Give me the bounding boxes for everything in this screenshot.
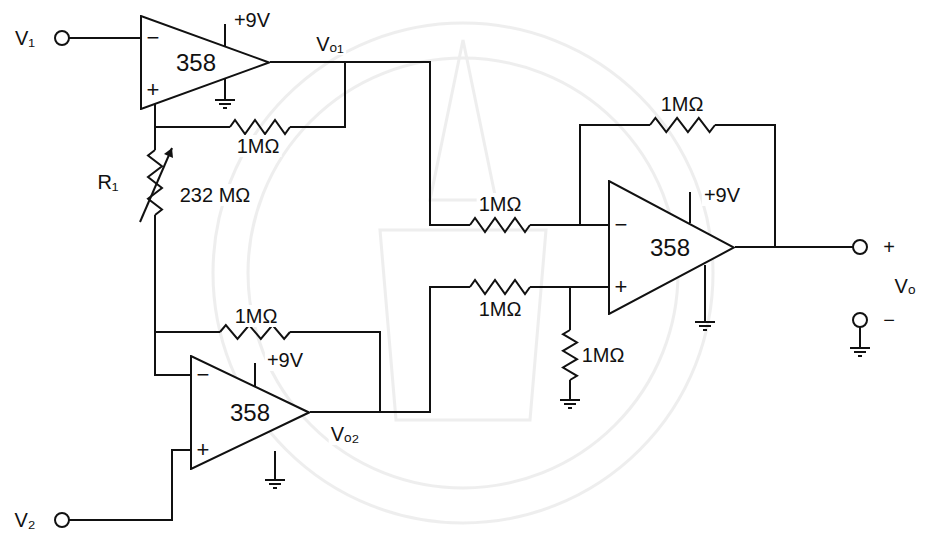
ground-symbol <box>560 399 580 401</box>
supply-label: +9V <box>702 184 742 206</box>
signal-name: Vₒ₂ <box>329 423 362 445</box>
pin-sign: + <box>145 78 162 102</box>
terminal <box>55 513 69 527</box>
ground-symbol <box>273 487 277 489</box>
resistor-symbol <box>470 218 530 232</box>
resistor-symbol <box>220 325 290 339</box>
wire <box>290 332 380 412</box>
ground-symbol <box>854 351 866 353</box>
resistor-name: R₁ <box>95 171 120 193</box>
supply-label: +9V <box>232 9 272 31</box>
part-number: 358 <box>650 234 690 262</box>
terminal <box>853 240 867 254</box>
signal-name: Vₒ₁ <box>314 33 346 55</box>
resistor-value: 1MΩ <box>580 344 627 366</box>
terminal-sign: + <box>881 236 897 258</box>
resistor-symbol <box>563 330 577 380</box>
resistor-value: 1MΩ <box>477 298 524 320</box>
wire <box>735 246 853 248</box>
ground-symbol <box>215 99 235 101</box>
resistor-value: 1MΩ <box>659 93 706 115</box>
terminal-name: V₁ <box>13 27 37 49</box>
wire <box>254 363 256 386</box>
terminal-sign: − <box>881 309 897 331</box>
wire <box>530 224 608 226</box>
pin-sign: − <box>613 213 630 237</box>
ground-symbol <box>703 329 707 331</box>
wire <box>270 62 470 225</box>
ground-symbol <box>568 407 572 409</box>
ground-symbol <box>223 107 227 109</box>
resistor-value: 1MΩ <box>477 193 524 215</box>
pin-sign: + <box>613 275 630 299</box>
pin-sign: − <box>145 26 162 50</box>
ground-symbol <box>265 479 285 481</box>
ground-symbol <box>699 325 711 327</box>
ground-symbol <box>695 321 715 323</box>
wire <box>704 265 706 322</box>
wire <box>224 24 226 46</box>
terminal <box>55 31 69 45</box>
resistor-symbol <box>148 150 162 215</box>
resistor-value: 1MΩ <box>235 135 282 157</box>
op-amp-outline <box>191 356 309 469</box>
wire <box>689 192 691 223</box>
wire <box>310 287 470 412</box>
variable-resistor-arrow <box>164 148 173 158</box>
terminal <box>853 313 867 327</box>
ground-symbol <box>269 483 281 485</box>
resistor-value: 1MΩ <box>233 305 280 327</box>
supply-label: +9V <box>265 349 305 371</box>
wire <box>274 451 276 480</box>
wire <box>155 215 220 332</box>
ground-symbol <box>564 403 576 405</box>
wire <box>155 127 230 150</box>
ground-symbol <box>850 347 870 349</box>
pin-sign: + <box>195 438 212 462</box>
terminal-name: V₂ <box>12 509 37 531</box>
wire <box>69 450 190 520</box>
wire <box>224 79 226 100</box>
wire <box>569 287 571 330</box>
output-name: Vₒ <box>893 275 918 297</box>
wire <box>155 332 190 375</box>
resistor-symbol <box>650 118 715 132</box>
resistor-value: 232 MΩ <box>178 184 253 206</box>
wire <box>859 327 861 348</box>
wire <box>69 37 140 39</box>
wire <box>290 62 345 127</box>
part-number: 358 <box>176 49 216 77</box>
pin-sign: − <box>195 363 212 387</box>
ground-symbol <box>858 355 862 357</box>
part-number: 358 <box>230 399 270 427</box>
variable-resistor-arrow <box>140 148 172 222</box>
resistor-symbol <box>470 280 530 294</box>
wire <box>569 380 571 400</box>
ground-symbol <box>219 103 231 105</box>
resistor-symbol <box>230 120 290 134</box>
